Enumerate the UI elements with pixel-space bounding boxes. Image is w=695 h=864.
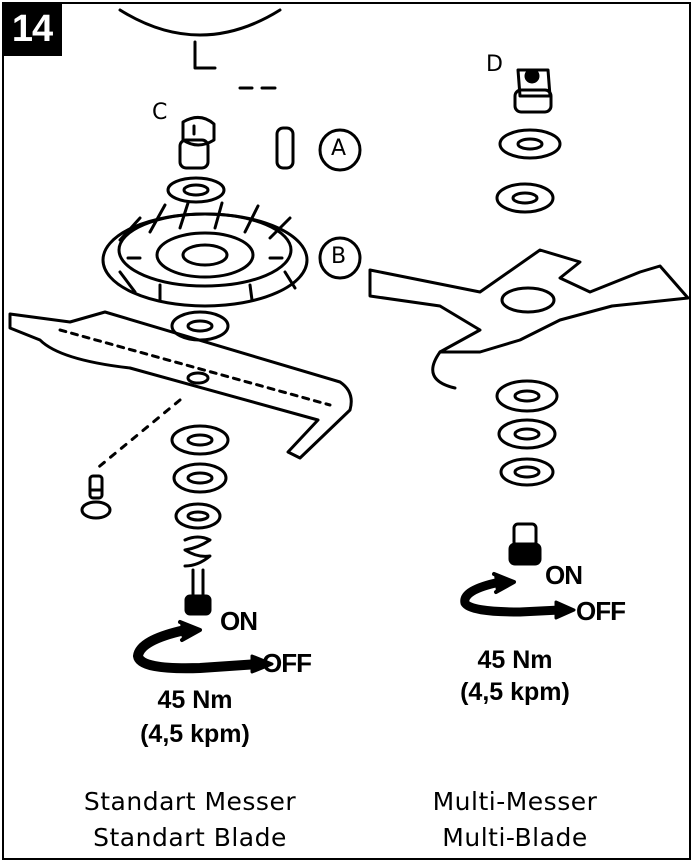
figure-number: 14 (2, 2, 62, 56)
fan-hub-b (101, 201, 309, 308)
callout-d: D (486, 52, 503, 77)
nut-d (513, 68, 553, 114)
left-on-label: ON (220, 606, 258, 636)
small-bolt (80, 474, 112, 520)
blade-bolt-right (508, 522, 542, 566)
callout-b-circle (318, 236, 362, 280)
left-caption-en: Standart Blade (93, 823, 287, 852)
callout-a: A (331, 136, 347, 161)
right-torque-nm: 45 Nm (477, 646, 553, 674)
left-torque-nm: 45 Nm (157, 686, 233, 714)
left-off-label: OFF (262, 648, 312, 678)
right-on-label: ON (545, 560, 583, 590)
multi-blade (368, 248, 690, 354)
right-off-label: OFF (576, 596, 626, 626)
right-caption: Multi-Messer Multi-Blade (360, 784, 670, 856)
callout-a-circle (318, 128, 362, 172)
left-torque-kpm: (4,5 kpm) (140, 720, 250, 748)
standard-blade (8, 310, 353, 460)
rotation-arrow-right (460, 577, 565, 617)
bolt-c (178, 116, 216, 170)
right-torque-kpm: (4,5 kpm) (460, 678, 570, 706)
rotation-arrow-left (133, 625, 263, 674)
callout-c: C (152, 100, 168, 125)
engine-housing (118, 8, 282, 37)
left-caption-de: Standart Messer (83, 787, 297, 816)
washer (166, 176, 226, 204)
right-caption-de: Multi-Messer (432, 787, 598, 816)
right-caption-en: Multi-Blade (442, 823, 588, 852)
callout-b: B (331, 244, 347, 269)
blade-bolt-left (184, 568, 212, 616)
pin-a (275, 126, 295, 170)
left-caption: Standart Messer Standart Blade (20, 784, 360, 856)
